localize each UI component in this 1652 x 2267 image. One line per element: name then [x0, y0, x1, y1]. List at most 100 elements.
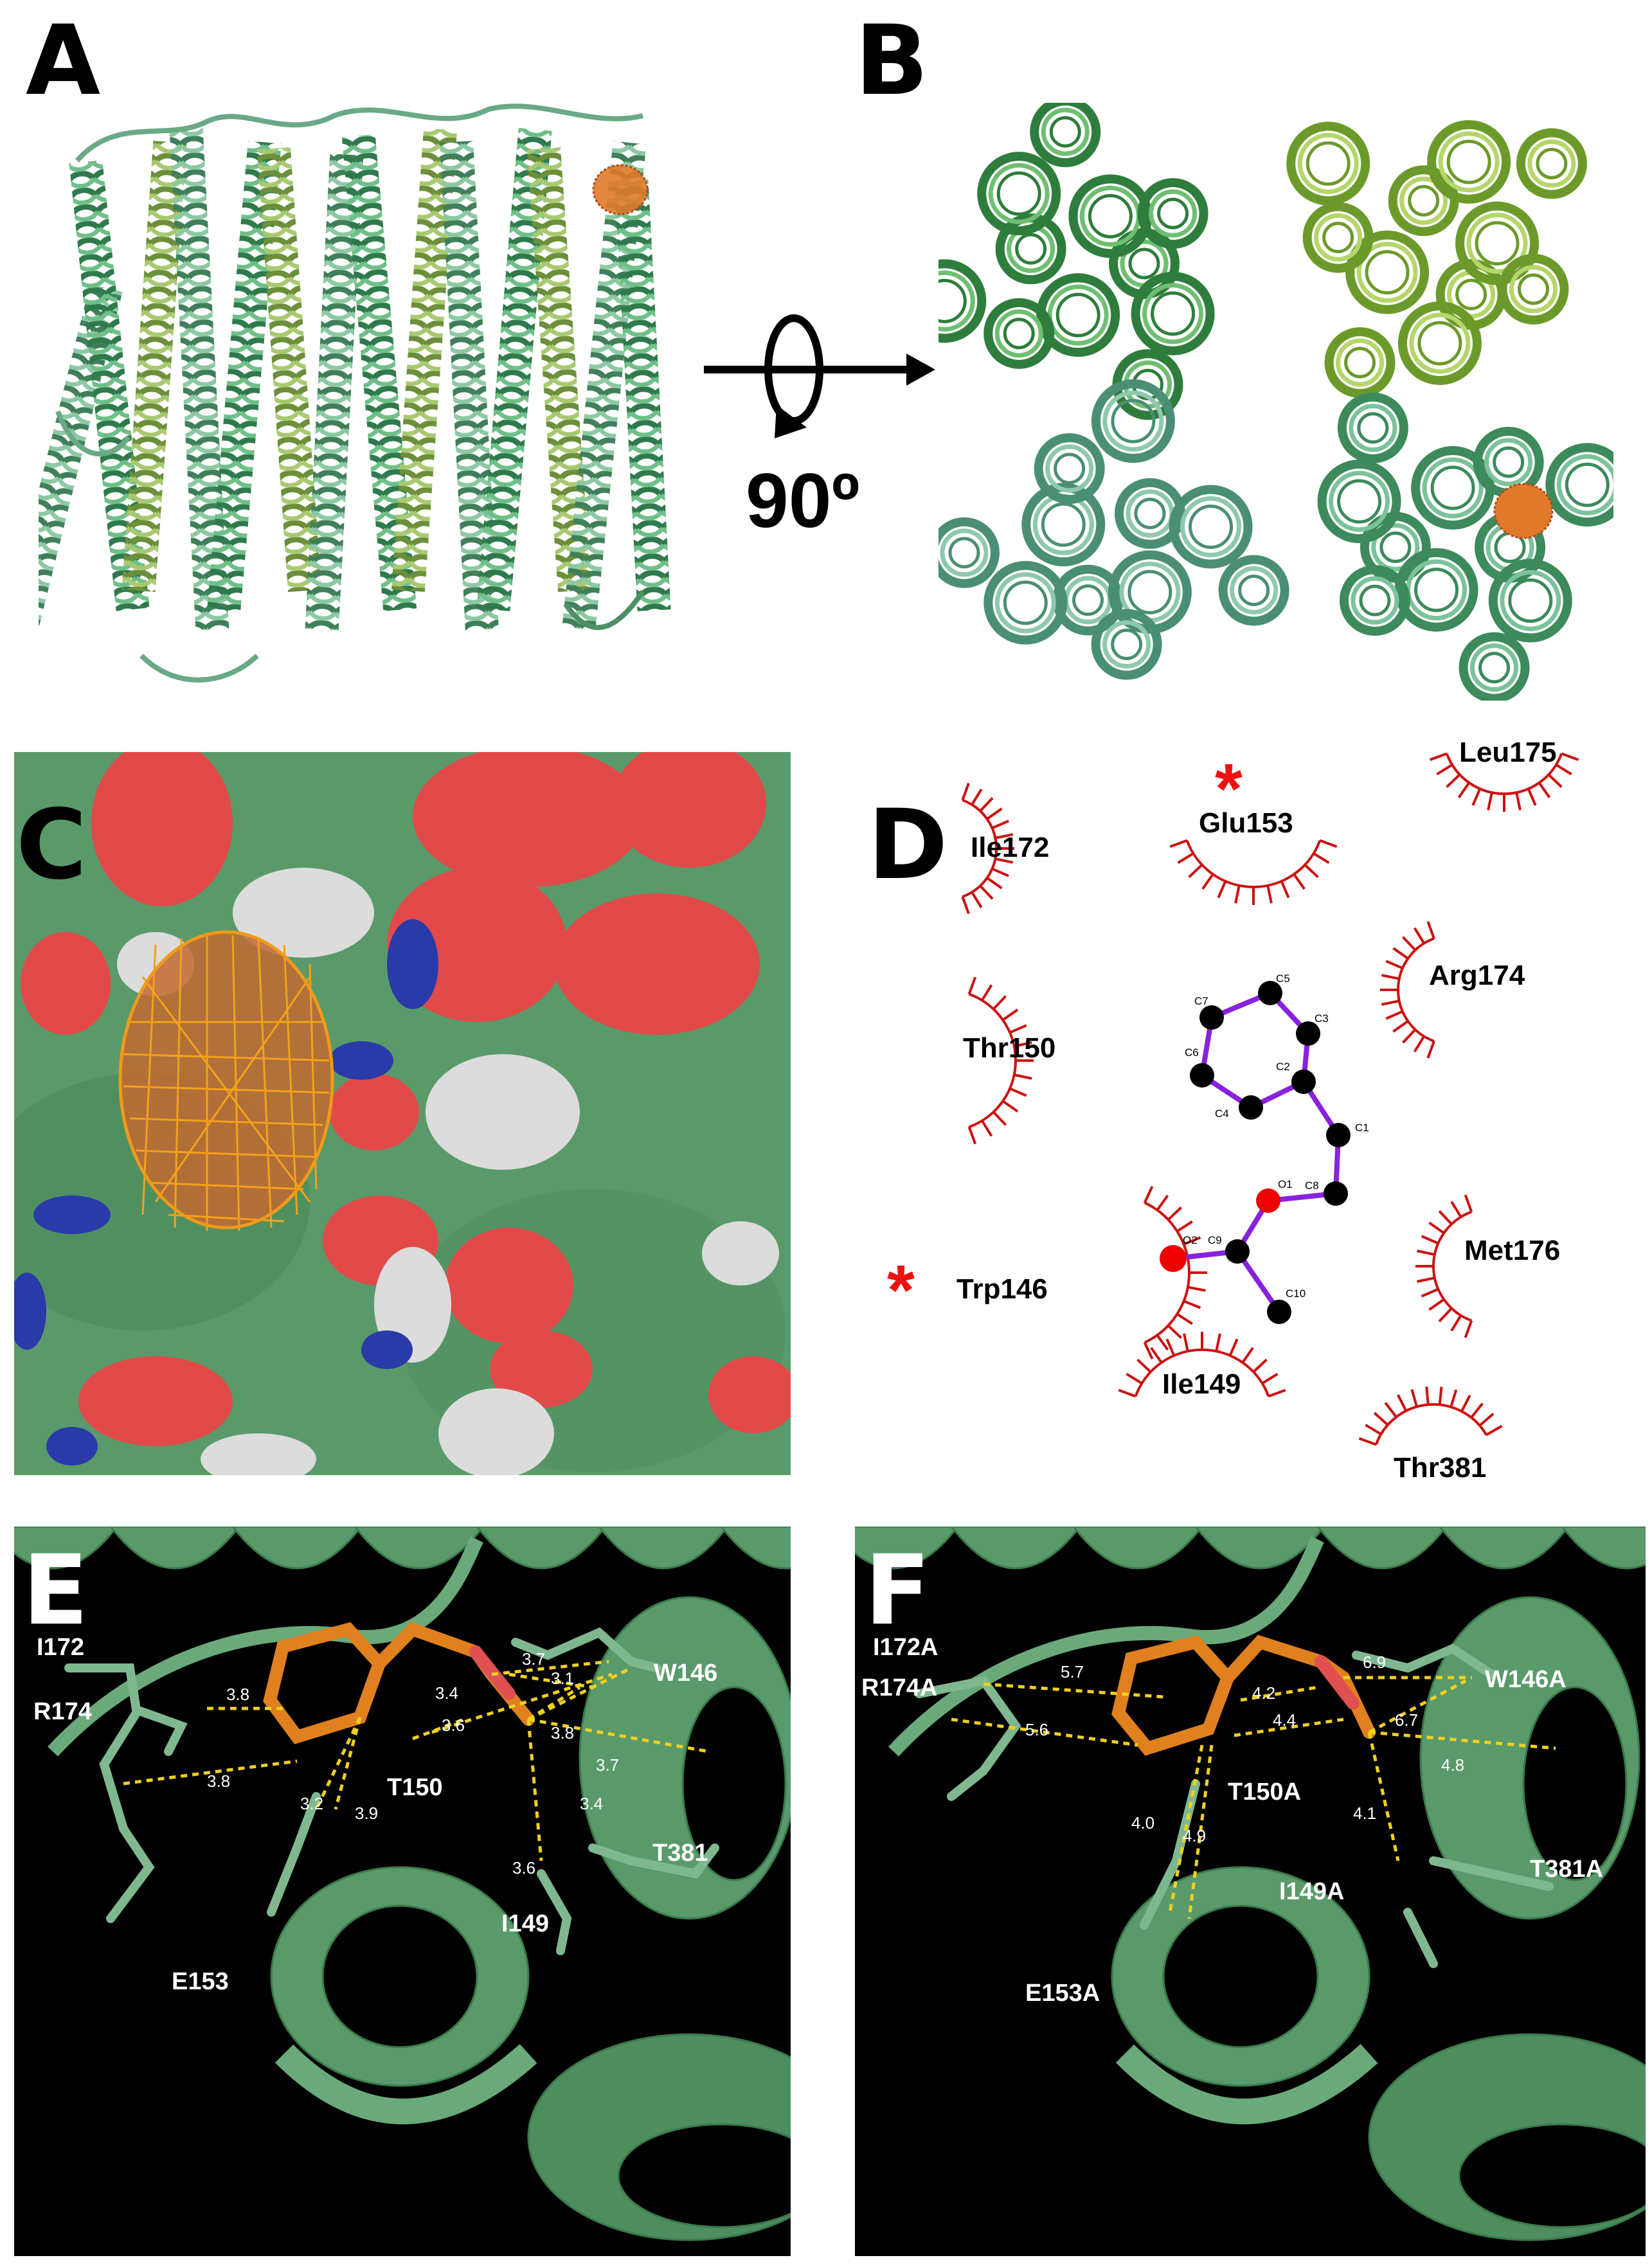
- residue-ile172: Ile172: [971, 832, 1049, 863]
- hydrophobic-contact-met176: [1415, 1194, 1473, 1338]
- residue-t150: T150: [387, 1774, 443, 1801]
- atom-c2: C2: [1276, 1061, 1290, 1073]
- hydrophobic-contact-arg174: [1380, 921, 1435, 1059]
- distance-label: 3.6: [442, 1716, 465, 1735]
- residue-i172a: I172A: [873, 1634, 938, 1661]
- hydrophobic-contact-glu153: [1169, 839, 1338, 905]
- residue-arg174: Arg174: [1429, 960, 1525, 991]
- helix-ribbon: [256, 147, 322, 592]
- residue-e153a: E153A: [1025, 1980, 1100, 2007]
- distance-label: 3.2: [300, 1794, 323, 1813]
- ligand-density-mesh: [592, 164, 649, 215]
- hydrophobic-contact-thr150: [967, 976, 1034, 1145]
- ligand-density-mesh: [1493, 483, 1554, 539]
- distance-label: 3.4: [580, 1794, 603, 1813]
- panel-label-c: C: [16, 789, 87, 901]
- distance-label: 4.8: [1441, 1755, 1464, 1775]
- distance-label: 6.7: [1395, 1710, 1418, 1730]
- helix-ribbon: [615, 179, 671, 611]
- panel-c-surface: [14, 752, 791, 1475]
- atom-c10: C10: [1286, 1287, 1306, 1300]
- panel-d-ligplot: Leu175 Glu153 Ile172 Arg174 Thr150 Met17…: [855, 720, 1652, 1510]
- hydrophobic-contact-leu175: [1429, 752, 1579, 812]
- distance-label: 3.6: [512, 1858, 535, 1877]
- panel-a-side-view: [39, 103, 681, 713]
- ligplot-diagram: Leu175 Glu153 Ile172 Arg174 Thr150 Met17…: [887, 737, 1579, 1483]
- panel-b-top-view: [938, 103, 1613, 701]
- panel-label-b: B: [855, 5, 929, 117]
- rotation-label: 90º: [746, 458, 859, 544]
- panel-label-a: A: [26, 5, 101, 117]
- helix-ribbon: [169, 128, 229, 631]
- residue-thr150: Thr150: [963, 1032, 1055, 1064]
- residue-ile149: Ile149: [1162, 1368, 1241, 1400]
- residue-i149: I149: [501, 1910, 549, 1937]
- helix-ribbon: [121, 141, 187, 592]
- distance-label: 3.8: [207, 1771, 230, 1791]
- residue-w146a: W146A: [1485, 1666, 1567, 1693]
- subunit-helical-bundle: [938, 379, 1289, 680]
- atom-c7: C7: [1194, 995, 1208, 1007]
- subunit-helical-bundle: [1317, 392, 1613, 701]
- panel-label-e: E: [22, 1535, 89, 1647]
- distance-label: 3.8: [226, 1685, 249, 1704]
- helix-ribbon: [207, 141, 282, 611]
- ligand-sticks: [263, 1622, 535, 1744]
- distance-label: 5.6: [1025, 1720, 1048, 1739]
- panel-label-d: D: [868, 789, 948, 901]
- distance-label: 5.7: [1061, 1662, 1084, 1681]
- residue-e153: E153: [172, 1968, 229, 1995]
- residue-t150a: T150A: [1228, 1779, 1301, 1806]
- interaction-view-e: 3.7 3.1 3.8 3.4 3.6 3.8 3.7 3.8 3.4 3.2 …: [14, 1527, 791, 2241]
- asterisk-glu153: *: [1215, 749, 1243, 829]
- atom-c8: C8: [1305, 1179, 1319, 1192]
- atom-c1: C1: [1355, 1122, 1369, 1134]
- residue-thr381: Thr381: [1394, 1452, 1486, 1483]
- panel-label-f: F: [865, 1535, 931, 1647]
- distance-label: 3.9: [355, 1804, 378, 1823]
- distance-label: 4.4: [1273, 1710, 1296, 1730]
- residue-r174: R174: [33, 1698, 92, 1725]
- distance-label: 3.7: [596, 1755, 619, 1775]
- molecular-surface: [14, 752, 791, 1475]
- distance-label: 6.9: [1363, 1653, 1386, 1672]
- residue-t381a: T381A: [1530, 1856, 1603, 1883]
- helix-ribbon: [341, 134, 417, 611]
- atom-c5: C5: [1276, 972, 1290, 985]
- distance-label: 4.1: [1353, 1804, 1376, 1823]
- panel-f-interactions: 5.7 6.9 5.6 4.2 4.4 6.7 4.8 4.0 4.9 4.1 …: [855, 1527, 1646, 2256]
- atom-c9: C9: [1208, 1234, 1222, 1246]
- hydrophobic-contact-thr381: [1358, 1386, 1503, 1446]
- residue-glu153: Glu153: [1199, 807, 1293, 839]
- distance-label: 3.7: [522, 1649, 545, 1669]
- atom-o1: O1: [1278, 1178, 1293, 1190]
- residue-w146: W146: [654, 1660, 717, 1687]
- helix-ribbon: [305, 154, 364, 631]
- hydrophobic-contact-trp146-arc: [1143, 1186, 1207, 1359]
- residue-met176: Met176: [1464, 1235, 1560, 1266]
- atom-c3: C3: [1315, 1012, 1329, 1025]
- subunit-helical-bundle: [1286, 120, 1587, 399]
- distance-label: 3.8: [551, 1723, 574, 1743]
- helix-ribbon: [440, 141, 499, 631]
- distance-label: 3.1: [551, 1669, 574, 1688]
- atom-c4: C4: [1215, 1107, 1229, 1120]
- subunit-helical-bundle: [938, 103, 1215, 420]
- ligand-sticks: [1111, 1635, 1376, 1756]
- atom-o2: O2: [1183, 1234, 1198, 1246]
- residue-r174a: R174A: [861, 1674, 937, 1701]
- ligand-atoms: [1160, 981, 1351, 1324]
- helix-ribbon: [526, 147, 592, 592]
- residue-i149a: I149A: [1279, 1878, 1344, 1905]
- rotation-indicator: 90º: [701, 289, 938, 546]
- asterisk-trp146: *: [887, 1251, 915, 1330]
- atom-c6: C6: [1185, 1046, 1199, 1059]
- residue-t381: T381: [652, 1840, 708, 1867]
- residue-i172: I172: [37, 1634, 84, 1661]
- protein-top-view: [938, 103, 1613, 701]
- panel-e-interactions: 3.7 3.1 3.8 3.4 3.6 3.8 3.7 3.8 3.4 3.2 …: [14, 1527, 791, 2256]
- hydrophobic-contact-ile149: [1118, 1332, 1286, 1398]
- distance-label: 3.4: [435, 1683, 458, 1703]
- hbond-lines: [951, 1676, 1556, 1919]
- distance-label: 4.0: [1131, 1813, 1154, 1832]
